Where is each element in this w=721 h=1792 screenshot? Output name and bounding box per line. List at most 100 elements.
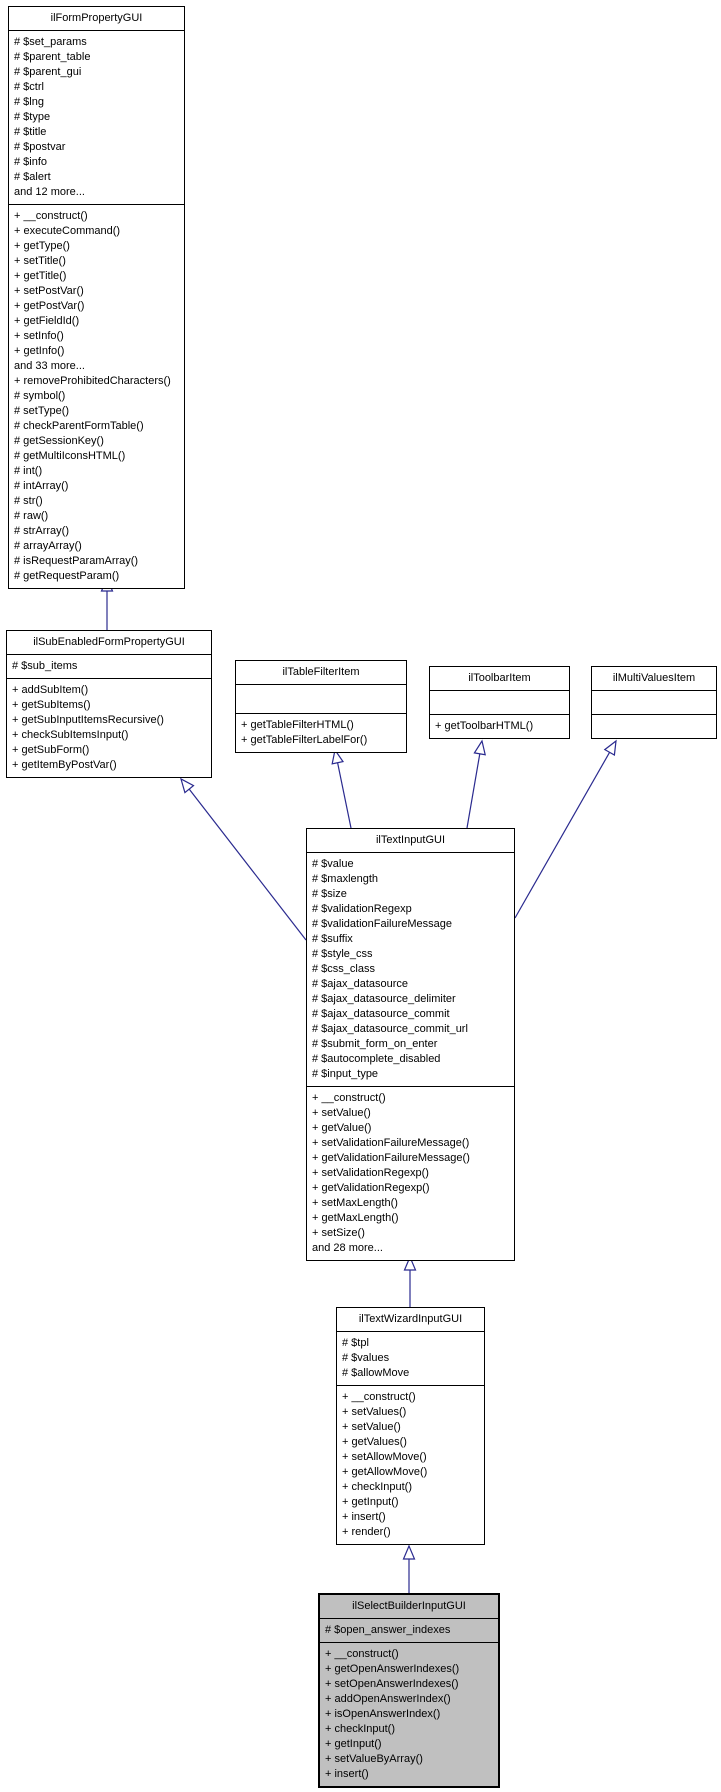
attribute: # $set_params bbox=[14, 36, 87, 48]
methods-section: + __construct() + setValue() + getValue() +… bbox=[307, 1087, 514, 1260]
attribute: # $allowMove bbox=[342, 1367, 410, 1379]
method: + executeCommand() bbox=[14, 225, 121, 237]
method: # raw() bbox=[14, 510, 49, 522]
method: and 28 more... bbox=[312, 1242, 383, 1254]
method: + isOpenAnswerIndex() bbox=[325, 1708, 441, 1720]
method: + setValidationRegexp() bbox=[312, 1167, 429, 1179]
method: + setOpenAnswerIndexes() bbox=[325, 1678, 459, 1690]
class-node-ilMultiValuesItem[interactable]: ilMultiValuesItem bbox=[591, 666, 717, 739]
method: # arrayArray() bbox=[14, 540, 82, 552]
method: + getSubInputItemsRecursive() bbox=[12, 714, 164, 726]
attribute: and 12 more... bbox=[14, 186, 85, 198]
class-node-ilTextWizardInputGUI[interactable]: ilTextWizardInputGUI # $tpl # $values # $a… bbox=[336, 1307, 485, 1545]
method: + getValue() bbox=[312, 1122, 372, 1134]
method: + getOpenAnswerIndexes() bbox=[325, 1663, 460, 1675]
method: + setAllowMove() bbox=[342, 1451, 427, 1463]
inheritance-arrow-ilTextInputGUI-to-ilToolbarItem bbox=[466, 739, 486, 829]
method: + addSubItem() bbox=[12, 684, 89, 696]
method: + __construct() bbox=[342, 1391, 416, 1403]
class-title: ilMultiValuesItem bbox=[592, 667, 716, 691]
method: + __construct() bbox=[312, 1092, 386, 1104]
method: + setTitle() bbox=[14, 255, 66, 267]
attribute: # $tpl bbox=[342, 1337, 369, 1349]
attribute: # $open_answer_indexes bbox=[325, 1624, 451, 1636]
attribute: # $autocomplete_disabled bbox=[312, 1053, 441, 1065]
attribute: # $css_class bbox=[312, 963, 375, 975]
class-title: ilTextInputGUI bbox=[307, 829, 514, 853]
attributes-section bbox=[430, 691, 569, 715]
attributes-section: # $value# $maxlength# $size# $validation… bbox=[307, 853, 514, 1087]
method: # getMultiIconsHTML() bbox=[14, 450, 126, 462]
method: # str() bbox=[14, 495, 43, 507]
attribute: # $ajax_datasource_commit bbox=[312, 1008, 450, 1020]
method: + getPostVar() bbox=[14, 300, 85, 312]
method: + getAllowMove() bbox=[342, 1466, 428, 1478]
class-title: ilFormPropertyGUI bbox=[9, 7, 184, 31]
methods-section: + getToolbarHTML() bbox=[430, 715, 569, 738]
class-node-ilFormPropertyGUI[interactable]: ilFormPropertyGUI # $set_params # $parent… bbox=[8, 6, 185, 589]
method: # getSessionKey() bbox=[14, 435, 104, 447]
method: + checkInput() bbox=[342, 1481, 413, 1493]
method: + getItemByPostVar() bbox=[12, 759, 117, 771]
method: + checkSubItemsInput() bbox=[12, 729, 129, 741]
method: + getSubForm() bbox=[12, 744, 90, 756]
method: + getValidationRegexp() bbox=[312, 1182, 430, 1194]
class-node-ilTableFilterItem[interactable]: ilTableFilterItem + getTableFilterHTML()… bbox=[235, 660, 407, 753]
method: + render() bbox=[342, 1526, 391, 1538]
inheritance-arrow-ilTextWizardInputGUI-to-ilTextInputGUI bbox=[403, 1255, 417, 1307]
methods-section: + __construct()+ getOpenAnswerIndexes()+… bbox=[320, 1643, 498, 1786]
attribute: # $parent_table bbox=[14, 51, 91, 63]
methods-section: + getTableFilterHTML()+ getTableFilterLa… bbox=[236, 714, 406, 752]
method: + removeProhibitedCharacters() bbox=[14, 375, 171, 387]
method: + setMaxLength() bbox=[312, 1197, 398, 1209]
class-title: ilTextWizardInputGUI bbox=[337, 1308, 484, 1332]
method: + getInput() bbox=[342, 1496, 399, 1508]
attribute: # $alert bbox=[14, 171, 51, 183]
class-title: ilTableFilterItem bbox=[236, 661, 406, 685]
method: + setValue() bbox=[342, 1421, 401, 1433]
method: # getRequestParam() bbox=[14, 570, 120, 582]
methods-section: + __construct()+ setValues()+ setValue()… bbox=[337, 1386, 484, 1544]
method: + setValueByArray() bbox=[325, 1753, 423, 1765]
method: + setPostVar() bbox=[14, 285, 84, 297]
attribute: # $value bbox=[312, 858, 354, 870]
attribute: # $validationFailureMessage bbox=[312, 918, 453, 930]
class-title: ilToolbarItem bbox=[430, 667, 569, 691]
class-node-ilSubEnabledFormPropertyGUI[interactable]: ilSubEnabledFormPropertyGUI # $sub_items… bbox=[6, 630, 212, 778]
attributes-section: # $tpl # $values # $allowMove bbox=[337, 1332, 484, 1386]
attribute: # $postvar bbox=[14, 141, 66, 153]
method: + getType() bbox=[14, 240, 70, 252]
class-node-ilToolbarItem[interactable]: ilToolbarItem + getToolbarHTML() bbox=[429, 666, 570, 739]
method: # intArray() bbox=[14, 480, 69, 492]
attribute: # $lng bbox=[14, 96, 44, 108]
method: # symbol() bbox=[14, 390, 66, 402]
method: # int() bbox=[14, 465, 43, 477]
attribute: # $ajax_datasource bbox=[312, 978, 409, 990]
attribute: # $info bbox=[14, 156, 48, 168]
method: + __construct() bbox=[14, 210, 88, 222]
class-node-ilSelectBuilderInputGUI: ilSelectBuilderInputGUI # $open_answer_i… bbox=[318, 1593, 500, 1788]
attribute: # $values bbox=[342, 1352, 390, 1364]
attribute: # $title bbox=[14, 126, 47, 138]
attribute: # $input_type bbox=[312, 1068, 379, 1080]
method: + getSubItems() bbox=[12, 699, 91, 711]
method: + getValues() bbox=[342, 1436, 407, 1448]
attribute: # $parent_gui bbox=[14, 66, 82, 78]
method: # checkParentFormTable() bbox=[14, 420, 144, 432]
attribute: # $submit_form_on_enter bbox=[312, 1038, 438, 1050]
method: + setValue() bbox=[312, 1107, 371, 1119]
methods-section bbox=[592, 715, 716, 738]
method: + insert() bbox=[325, 1768, 369, 1780]
method: + getTitle() bbox=[14, 270, 67, 282]
attribute: # $ajax_datasource_commit_url bbox=[312, 1023, 468, 1035]
method: + getToolbarHTML() bbox=[435, 720, 534, 732]
method: + getInput() bbox=[325, 1738, 382, 1750]
class-node-ilTextInputGUI[interactable]: ilTextInputGUI # $value# $maxlength# $si… bbox=[306, 828, 515, 1261]
method: # strArray() bbox=[14, 525, 69, 537]
method: + getValidationFailureMessage() bbox=[312, 1152, 470, 1164]
method: + checkInput() bbox=[325, 1723, 396, 1735]
class-title: ilSelectBuilderInputGUI bbox=[320, 1595, 498, 1619]
method: # isRequestParamArray() bbox=[14, 555, 139, 567]
attribute: # $size bbox=[312, 888, 347, 900]
